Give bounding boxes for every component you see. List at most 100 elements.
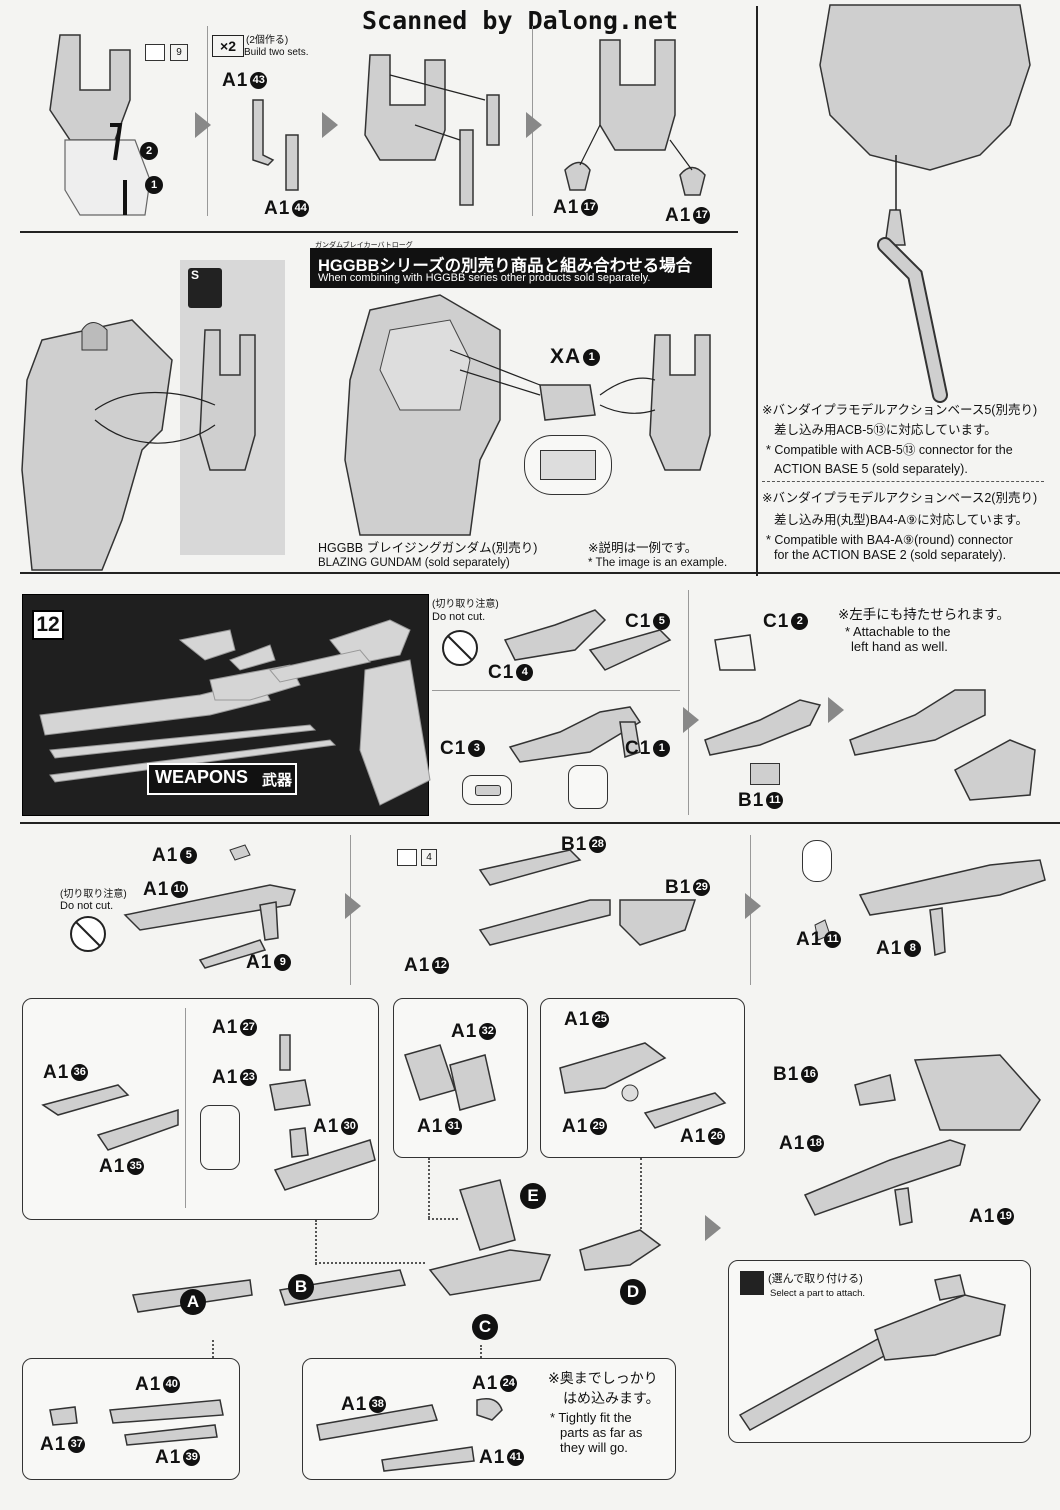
flow-arrow (526, 112, 542, 138)
central-assembly-figure (132, 1179, 662, 1313)
guide-dotted (640, 1158, 642, 1233)
s-icon-badge: S (188, 268, 222, 308)
hand-with-rifle-figure (803, 1054, 1041, 1226)
hggbb-title-jp: HGGBBシリーズの別売り商品と組み合わせる場合 (318, 257, 693, 275)
part-36-35-figure (41, 1084, 179, 1151)
build-two-icon: ×2 (212, 35, 244, 57)
build-two-en: Build two sets. (244, 47, 309, 58)
magazine-figure (404, 1044, 496, 1111)
fit-note-jp-2: はめ込みます。 (563, 1390, 660, 1406)
fit-note-en-1: * Tightly fit the (550, 1410, 632, 1425)
no-cut-icon (442, 630, 478, 666)
fit-note-en-2: parts as far as (560, 1425, 643, 1440)
watermark: Scanned by Dalong.net (362, 6, 679, 35)
step-number: 12 (36, 613, 60, 636)
flow-arrow (683, 707, 699, 733)
gundam-torso-figure (21, 319, 173, 571)
detail-box-ring (200, 1105, 240, 1170)
select-part-en: Select a part to attach. (770, 1288, 866, 1299)
inner-divider (432, 690, 680, 691)
hggbb-product-jp: HGGBB ブレイジングガンダム(別売り) (318, 541, 538, 555)
hggbb-product-en: BLAZING GUNDAM (sold separately) (318, 557, 510, 569)
row4-page-ref-box (397, 849, 417, 866)
assembly-letter-e: E (520, 1183, 546, 1209)
page-ref-box (145, 44, 165, 61)
hggbb-example-en: * The image is an example. (588, 557, 728, 569)
lefthand-note-en-1: * Attachable to the (845, 624, 951, 639)
step-number-box: 12 (32, 610, 64, 640)
actionbase2-note-jp-1: ※バンダイプラモデルアクションベース2(別売り) (762, 491, 1038, 505)
actionbase2-note-jp-2: 差し込み用(丸型)BA4-A⑨に対応しています。 (774, 513, 1029, 527)
hggbb-ruby: ガンダムブレイカーバトローグ (315, 242, 413, 249)
backpack-figure-1 (49, 34, 151, 216)
actionbase5-note-en-2: ACTION BASE 5 (sold separately). (774, 462, 968, 476)
assembly-letter-a: A (180, 1289, 206, 1315)
flow-arrow (828, 697, 844, 723)
weapons-title-jp: 武器 (262, 772, 293, 789)
hggbb-title-en: When combining with HGGBB series other p… (318, 272, 651, 284)
backpack-figure-3 (364, 54, 500, 206)
assembly-letter-c: C (472, 1314, 498, 1340)
donotcut-jp: (切り取り注意) (432, 599, 499, 610)
flow-arrow (705, 1215, 721, 1241)
rifle-parts-figure-1 (123, 844, 296, 969)
lefthand-note-jp: ※左手にも持たせられます。 (838, 607, 1010, 622)
gun-bottom-figure (508, 706, 642, 763)
part-43-figure (252, 99, 299, 191)
flow-arrow (745, 893, 761, 919)
select-part-jp: (選んで取り付ける) (768, 1273, 863, 1285)
part-b1-11 (750, 763, 780, 785)
step-2-badge: 2 (140, 142, 158, 160)
step12-divider (688, 590, 689, 815)
weapons-photo-figure (39, 619, 431, 806)
step-1-badge: 1 (145, 176, 163, 194)
detail-box-2 (568, 765, 608, 809)
part-cylinder (475, 785, 501, 796)
row-divider (20, 231, 738, 233)
actionbase5-note-en-1: * Compatible with ACB-5⑬ connector for t… (766, 443, 1013, 457)
hggbb-title-box (310, 248, 712, 288)
guide-dotted (428, 1218, 458, 1220)
assembly-letter-d: D (620, 1279, 646, 1305)
donotcut-en: Do not cut. (432, 611, 486, 623)
hand-held-gun-figure (849, 689, 1036, 801)
weapons-title-en: WEAPONS (155, 767, 249, 787)
fit-note-en-3: they will go. (560, 1440, 628, 1455)
flow-arrow (195, 112, 211, 138)
page-ref-number: 9 (170, 44, 188, 61)
backpack-figure-4 (564, 39, 706, 196)
backpack-figure-hggbb (649, 334, 711, 471)
hggbb-attach-lines (449, 349, 656, 414)
hggbb-example-jp: ※説明は一例です。 (588, 541, 698, 555)
actionbase2-note-en-2: for the ACTION BASE 2 (sold separately). (774, 548, 1007, 562)
actionbase2-note-en-1: * Compatible with BA4-A⑨(round) connecto… (766, 533, 1013, 547)
guide-dotted (315, 1220, 317, 1265)
assembly-letter-b: B (288, 1274, 314, 1300)
weapons-title-box (147, 763, 297, 795)
